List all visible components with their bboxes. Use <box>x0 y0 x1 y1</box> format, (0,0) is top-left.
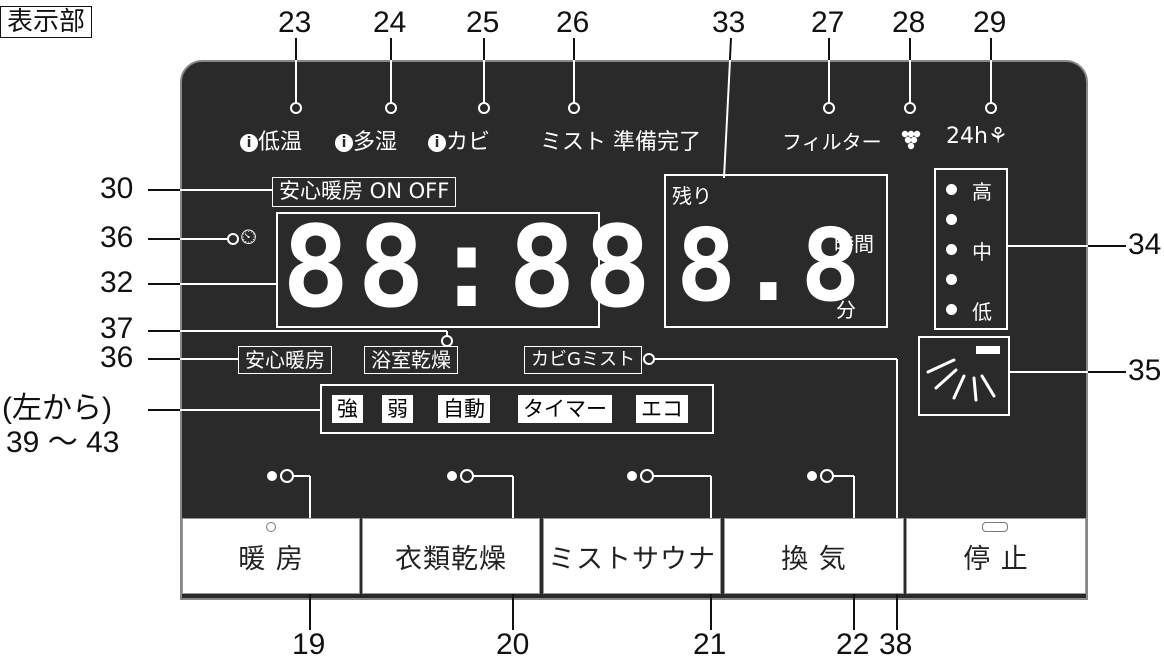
strength-mode-frame <box>320 384 714 434</box>
hours-unit: 時間 <box>834 232 874 256</box>
callout-34: 34 <box>1128 228 1162 261</box>
clock-display-frame <box>276 212 600 328</box>
level-mid-label: 中 <box>972 240 992 264</box>
callout-36-timer: 36 <box>100 221 134 254</box>
mode-tag-mold-mist: カビGミスト <box>524 346 642 374</box>
mode-auto: 自動 <box>438 395 490 423</box>
safe-heating-onoff-label: 安心暖房 ON OFF <box>272 177 457 207</box>
callout-24: 24 <box>373 6 407 39</box>
callout-32: 32 <box>100 266 134 299</box>
heat-led <box>266 522 276 532</box>
indicator-filter: フィルター <box>782 130 882 154</box>
level-indicator-frame <box>934 168 1008 330</box>
callout-21: 21 <box>693 628 727 661</box>
stop-button[interactable]: 停 止 <box>906 518 1086 594</box>
mode-weak: 弱 <box>382 395 413 423</box>
callout-19: 19 <box>292 628 326 661</box>
indicator-mist-ready: ミスト 準備完了 <box>540 130 701 155</box>
mode-tag-bath-dry: 浴室乾燥 <box>364 346 458 374</box>
info-icon: i <box>240 134 258 152</box>
callout-36-heat: 36 <box>100 341 134 374</box>
callout-37: 37 <box>100 312 134 345</box>
callout-25: 25 <box>466 6 500 39</box>
callout-33: 33 <box>712 6 746 39</box>
vent-button[interactable]: 換 気 <box>724 518 904 594</box>
level-dot <box>946 214 957 225</box>
indicator-24h: 24h⚘ <box>946 124 1008 149</box>
callout-22: 22 <box>836 628 870 661</box>
mist-sauna-button[interactable]: ミストサウナ <box>543 518 721 594</box>
callout-20: 20 <box>496 628 530 661</box>
level-high-label: 高 <box>972 180 992 204</box>
level-low-label: 低 <box>972 300 992 324</box>
stop-led <box>982 522 1008 532</box>
level-dot-mid <box>946 244 957 255</box>
callout-29: 29 <box>973 6 1007 39</box>
callout-39-43: 39 ～ 43 <box>6 426 120 459</box>
clothes-dry-button[interactable]: 衣類乾燥 <box>362 518 540 594</box>
airflow-icon <box>920 338 1008 418</box>
section-title: 表示部 <box>0 6 93 38</box>
mode-eco: エコ <box>636 395 688 423</box>
remaining-display: 8.8 <box>676 207 863 324</box>
level-dot-low <box>946 304 957 315</box>
callout-26: 26 <box>556 6 590 39</box>
remaining-label: 残り <box>672 184 712 208</box>
callout-38: 38 <box>879 628 913 661</box>
remaining-time-frame <box>664 174 888 328</box>
callout-30: 30 <box>100 172 134 205</box>
mode-timer: タイマー <box>518 395 612 423</box>
info-icon: i <box>335 134 353 152</box>
callout-35: 35 <box>1128 354 1162 387</box>
callout-23: 23 <box>278 6 312 39</box>
timer-icon: ⏲ <box>240 225 258 250</box>
mode-tag-safe-heat: 安心暖房 <box>238 346 332 374</box>
mode-strong: 強 <box>332 395 363 423</box>
callout-39-43-prefix: (左から) <box>2 392 112 425</box>
callout-27: 27 <box>811 6 845 39</box>
airflow-frame <box>918 336 1010 416</box>
clock-display: 88:88 <box>282 203 660 333</box>
minutes-unit: 分 <box>836 298 856 322</box>
fan-icon: ⚘ <box>987 124 1008 149</box>
info-icon: i <box>428 134 446 152</box>
level-dot <box>946 274 957 285</box>
callout-28: 28 <box>892 6 926 39</box>
level-dot-high <box>946 184 957 195</box>
grape-icon <box>898 124 924 154</box>
